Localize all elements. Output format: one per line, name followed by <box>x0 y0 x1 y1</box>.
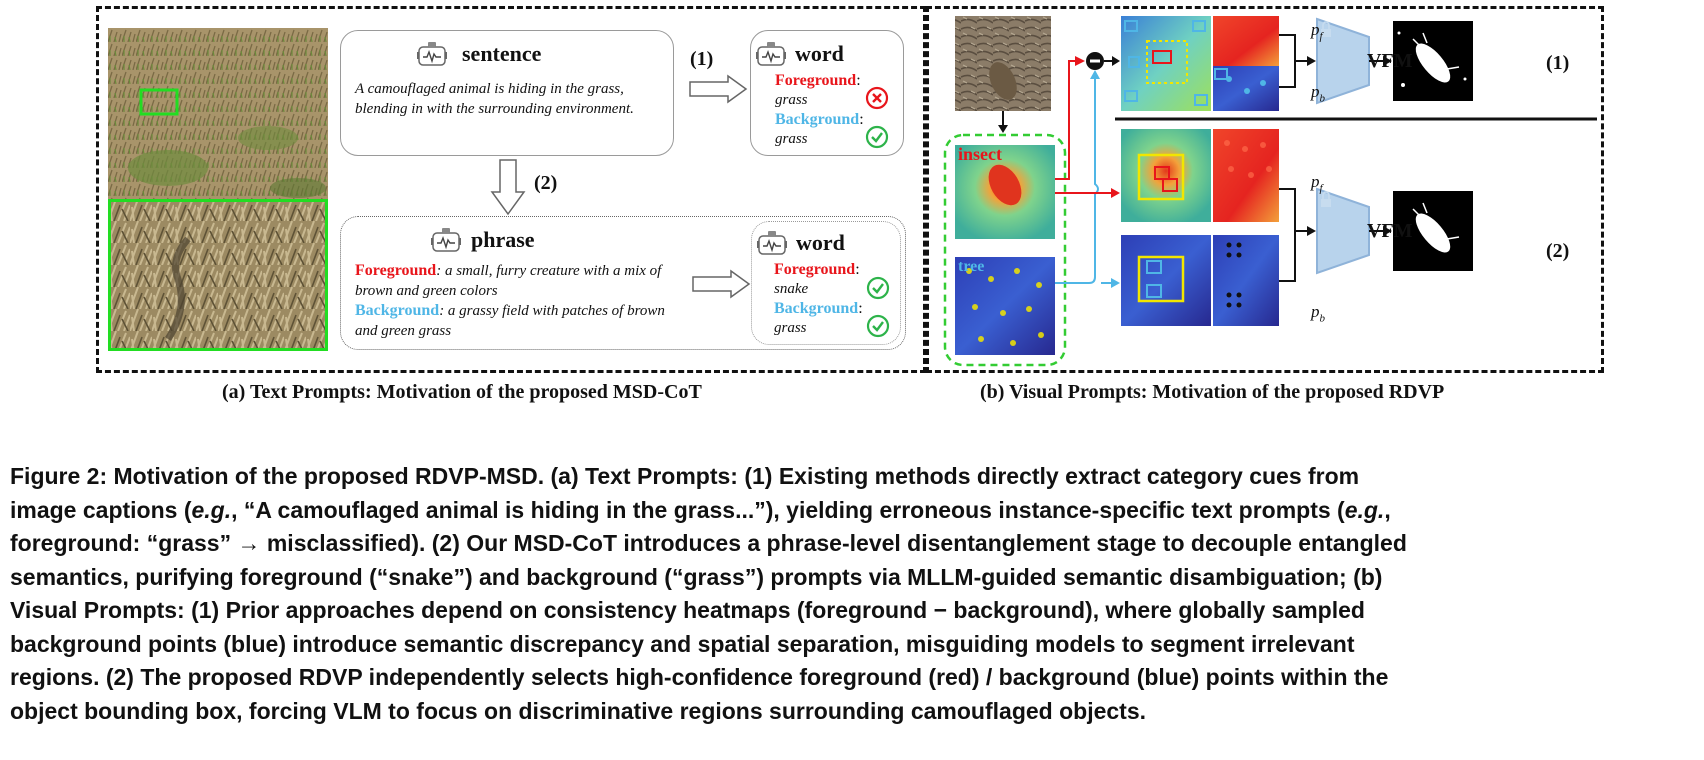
bg-label-2: Background <box>774 300 859 317</box>
panel-b-caption: (b) Visual Prompts: Motivation of the pr… <box>980 381 1445 403</box>
check-icon <box>866 276 890 300</box>
sentence-text-line2: blending in with the surrounding environ… <box>355 101 634 117</box>
caption-line-3: foreground: “grass” → misclassified). (2… <box>10 530 1407 556</box>
vfm-label-2: VFM <box>1367 220 1413 242</box>
word-card-1: word Foreground: grass Background: grass <box>750 30 904 156</box>
bg-label-1: Background <box>775 111 860 128</box>
step-2-label: (2) <box>534 172 558 194</box>
caption-line-5: Visual Prompts: (1) Prior approaches dep… <box>10 597 1365 623</box>
phrase-bg-text-line2: and green grass <box>355 323 452 339</box>
phrase-fg-label: Foreground <box>355 262 437 279</box>
bg-heatmap-2 <box>1121 235 1211 326</box>
sentence-text-line1: A camouflaged animal is hiding in the gr… <box>355 81 624 97</box>
phrase-title: phrase <box>471 227 535 252</box>
row-1-label: (1) <box>1546 52 1570 74</box>
fg-value-1: grass <box>775 92 808 108</box>
grass-photo <box>108 28 328 200</box>
robot-icon <box>756 41 786 67</box>
panel-a-frame <box>96 6 926 373</box>
vfm-block-1 <box>1316 17 1370 105</box>
prompt-group-box <box>943 133 1067 367</box>
step-1-label: (1) <box>690 48 714 70</box>
bg-value-2: grass <box>774 320 807 336</box>
phrase-bg-label: Background <box>355 302 440 319</box>
vfm-block-2 <box>1316 187 1370 275</box>
arrow-right-icon <box>692 269 751 299</box>
fg-crop-2 <box>1213 129 1279 222</box>
arrow-down-icon <box>490 159 526 216</box>
robot-icon <box>757 230 787 256</box>
panel-a-caption: (a) Text Prompts: Motivation of the prop… <box>222 381 702 403</box>
word-card-2: word Foreground: snake Background: grass <box>751 221 901 345</box>
pf-label-1: pf <box>1311 20 1323 43</box>
bg-value-1: grass <box>775 131 808 147</box>
phrase-fg-text-line2: brown and green colors <box>355 283 498 299</box>
panel-b-diagram <box>943 16 1597 367</box>
robot-icon <box>431 227 461 253</box>
fg-label-1: Foreground <box>775 72 857 89</box>
phrase-fg-text-line1: : a small, furry creature with a mix of <box>436 263 662 279</box>
tree-heatmap <box>955 257 1055 355</box>
panel-b-frame <box>926 6 1604 373</box>
caption-line-7: regions. (2) The proposed RDVP independe… <box>10 664 1389 690</box>
word-title-2: word <box>796 230 845 255</box>
arrow-right-icon <box>689 74 748 104</box>
pb-label-2: pb <box>1311 302 1325 325</box>
pf-label-2: pf <box>1311 172 1323 195</box>
caption-line-2: image captions (e.g., “A camouflaged ani… <box>10 496 1391 523</box>
check-icon <box>865 125 889 149</box>
snake-location-box <box>139 88 179 116</box>
figure-caption: Figure 2: Motivation of the proposed RDV… <box>10 460 1698 728</box>
tree-label: tree <box>958 258 985 275</box>
caption-line-4: semantics, purifying foreground (“snake”… <box>10 563 1383 590</box>
check-icon <box>866 314 890 338</box>
vfm-label-1: VFM <box>1367 50 1413 72</box>
sentence-title: sentence <box>462 41 542 66</box>
sentence-card: sentence A camouflaged animal is hiding … <box>340 30 674 156</box>
cross-icon <box>865 86 889 110</box>
bg-crop-2 <box>1213 235 1279 326</box>
fg-crop-1 <box>1213 16 1279 66</box>
phrase-bg-text-line1: : a grassy field with patches of brown <box>439 303 665 319</box>
grass-zoom-photo <box>108 199 328 351</box>
fg-value-2: snake <box>774 281 809 297</box>
word-title-1: word <box>795 41 844 66</box>
robot-icon <box>417 41 447 67</box>
insect-label: insect <box>958 144 1002 164</box>
fg-heatmap-2 <box>1121 129 1211 222</box>
pb-label-1: pb <box>1311 82 1325 105</box>
phrase-card: phrase Foreground: a small, furry creatu… <box>340 216 906 350</box>
caption-line-8: object bounding box, forcing VLM to focu… <box>10 697 1147 724</box>
fg-label-2: Foreground <box>774 261 856 278</box>
caption-line-6: background points (blue) introduce seman… <box>10 630 1355 657</box>
caption-line-1: Figure 2: Motivation of the proposed RDV… <box>10 463 1360 489</box>
row-2-label: (2) <box>1546 240 1570 262</box>
